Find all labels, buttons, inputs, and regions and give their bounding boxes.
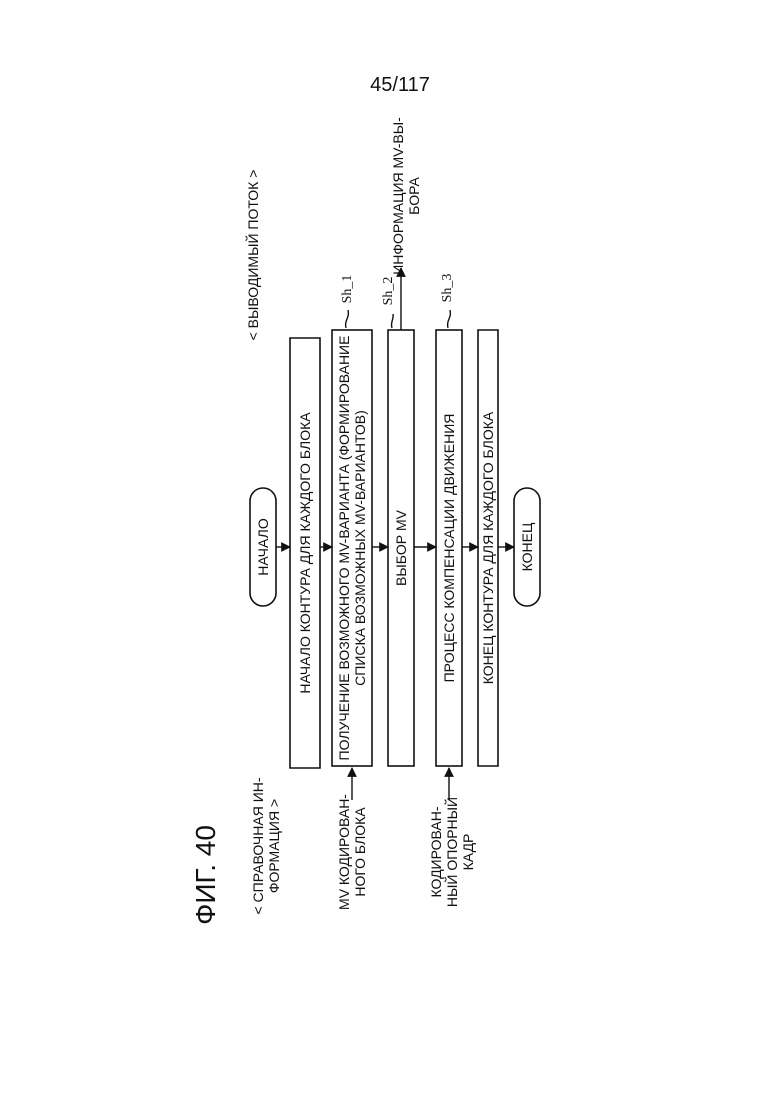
sh3-leader — [448, 310, 451, 328]
svg-text:ПОЛУЧЕНИЕ ВОЗМОЖНОГО MV-ВАРИАН: ПОЛУЧЕНИЕ ВОЗМОЖНОГО MV-ВАРИАНТА (ФОРМИР… — [336, 336, 352, 761]
svg-text:< СПРАВОЧНАЯ ИН-: < СПРАВОЧНАЯ ИН- — [250, 777, 266, 914]
coded-block-mv-label: MV КОДИРОВАН- НОГО БЛОКА — [336, 794, 368, 910]
svg-text:НЫЙ ОПОРНЫЙ: НЫЙ ОПОРНЫЙ — [443, 797, 460, 907]
mv-selection-label: ВЫБОР MV — [393, 509, 409, 586]
svg-text:СПИСКА ВОЗМОЖНЫХ MV-ВАРИАНТОВ): СПИСКА ВОЗМОЖНЫХ MV-ВАРИАНТОВ) — [352, 410, 368, 686]
svg-text:НОГО БЛОКА: НОГО БЛОКА — [352, 807, 368, 897]
output-stream-header: < ВЫВОДИМЫЙ ПОТОК > — [244, 170, 261, 341]
sh1-label: Sh_1 — [340, 275, 355, 304]
page-number: 45/117 — [370, 74, 430, 96]
reference-info-header: < СПРАВОЧНАЯ ИН- ФОРМАЦИЯ > — [250, 777, 282, 914]
svg-text:ФОРМАЦИЯ >: ФОРМАЦИЯ > — [266, 799, 282, 893]
sh2-leader — [391, 314, 393, 328]
loop-end-label: КОНЕЦ КОНТУРА ДЛЯ КАЖДОГО БЛОКА — [480, 411, 496, 684]
svg-text:MV КОДИРОВАН-: MV КОДИРОВАН- — [336, 794, 352, 910]
sh2-label: Sh_2 — [381, 277, 396, 306]
mv-selection-info-label: ИНФОРМАЦИЯ MV-ВЫ- БОРА — [390, 117, 422, 275]
sh1-leader — [346, 310, 349, 328]
motion-compensation-label: ПРОЦЕСС КОМПЕНСАЦИИ ДВИЖЕНИЯ — [441, 414, 457, 683]
end-label: КОНЕЦ — [519, 522, 535, 571]
figure-label: ФИГ. 40 — [190, 825, 221, 925]
sh3-label: Sh_3 — [440, 274, 455, 303]
svg-text:ИНФОРМАЦИЯ MV-ВЫ-: ИНФОРМАЦИЯ MV-ВЫ- — [390, 117, 406, 275]
svg-text:КАДР: КАДР — [460, 834, 476, 871]
rotated-diagram: ФИГ. 40 < СПРАВОЧНАЯ ИН- ФОРМАЦИЯ > < ВЫ… — [190, 117, 540, 925]
loop-start-label: НАЧАЛО КОНТУРА ДЛЯ КАЖДОГО БЛОКА — [297, 412, 313, 694]
svg-text:БОРА: БОРА — [406, 177, 422, 215]
coded-reference-frame-label: КОДИРОВАН- НЫЙ ОПОРНЫЙ КАДР — [428, 797, 476, 907]
start-label: НАЧАЛО — [255, 518, 271, 576]
svg-text:КОДИРОВАН-: КОДИРОВАН- — [428, 806, 444, 897]
